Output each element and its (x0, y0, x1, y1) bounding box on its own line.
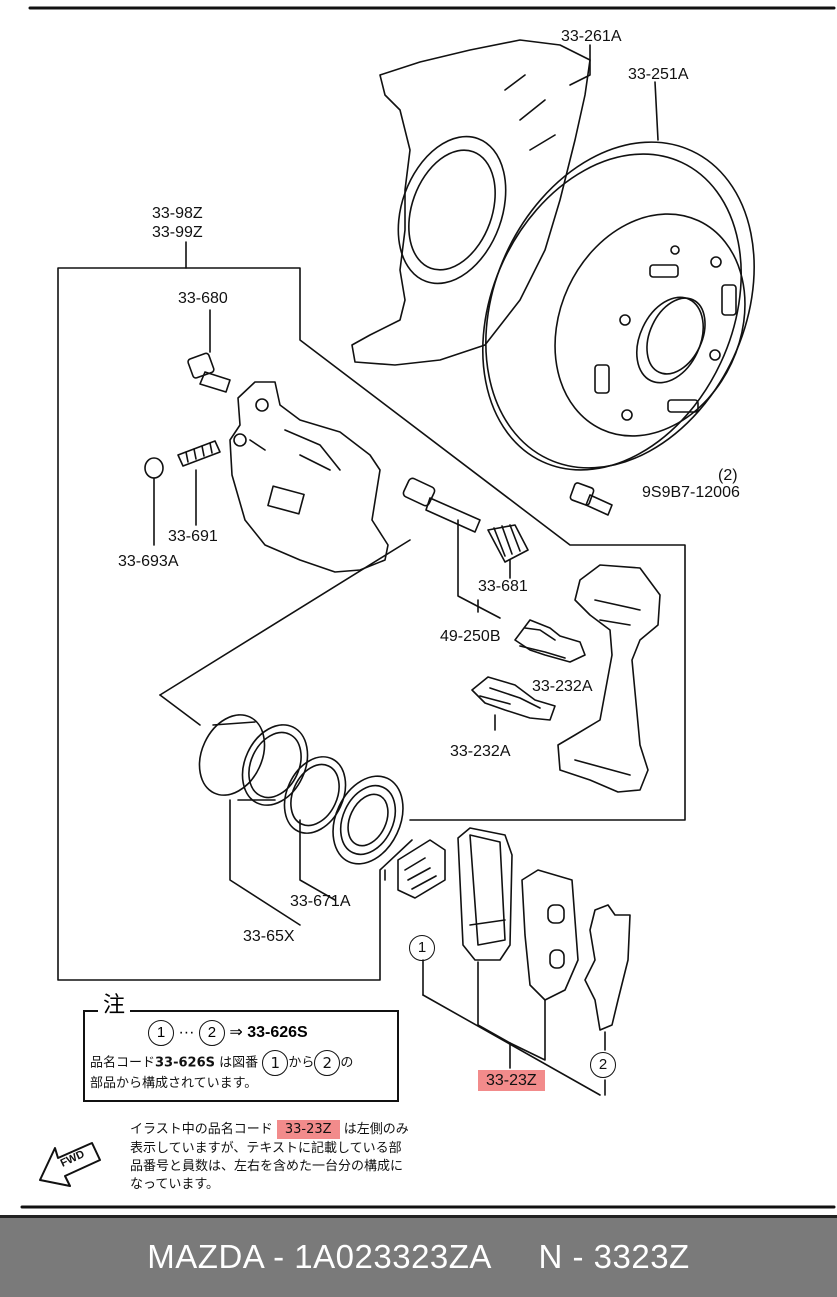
shim-lower-drawing (471, 676, 556, 731)
caliper-group-bracket (57, 241, 413, 981)
bottom-bar (0, 1215, 837, 1297)
kit-note-title: 注 (98, 993, 131, 1019)
label-shim-lower: 33-232A (450, 743, 511, 760)
footnote-line3: 品番号と員数は、左右を含めた一台分の構成に (130, 1159, 404, 1174)
kit-note-box (83, 1010, 399, 1102)
footnote-line2: 表示していますが、テキストに記載している部 (130, 1141, 402, 1156)
kit-range-row: 1 ··· 2 ⇒ 33-626S (148, 1020, 308, 1046)
caliper-body-drawing (229, 381, 389, 573)
dust-shield-drawing (351, 39, 591, 366)
label-bracket-bolt: 9S9B7-12006 (642, 484, 740, 501)
kit-code: 33-626S (247, 1024, 308, 1042)
pad-wear-indicator-drawing (584, 904, 631, 1031)
label-bleeder-cap: 33-693A (118, 553, 179, 570)
label-guide-boot: 33-681 (478, 578, 528, 595)
brake-pad-outer-drawing (521, 869, 579, 1001)
label-caliper-assy-2: 33-99Z (152, 224, 203, 241)
guide-pin-drawing (402, 477, 501, 619)
bracket-bolt-drawing (569, 482, 613, 516)
label-shim-upper: 33-232A (532, 678, 593, 695)
pad-shim-left-drawing (397, 839, 446, 899)
footnote-highlight-code: 33-23Z (276, 1120, 340, 1139)
guide-pin-bolt-drawing (177, 440, 221, 526)
label-guide-pin-bolt: 33-691 (168, 528, 218, 545)
footnote-line4: なっています。 (130, 1177, 220, 1192)
bleeder-cap-drawing (144, 457, 164, 546)
kit-note-line3: 部品から構成されています。 (90, 1076, 258, 1091)
label-bracket-bolt-qty: (2) (718, 467, 738, 484)
label-pad-set: 33-23Z (478, 1070, 545, 1091)
label-guide-pin: 49-250B (440, 628, 501, 645)
bleeder-screw-drawing (187, 309, 231, 393)
brake-exploded-diagram (20, 6, 836, 1209)
fwd-arrow-icon (39, 1142, 101, 1187)
callout-circle-2: 2 (590, 1052, 616, 1078)
piston-drawing (198, 714, 309, 806)
label-caliper-assy-1: 33-98Z (152, 205, 203, 222)
piston-boot-drawing (332, 775, 404, 865)
label-bleeder: 33-680 (178, 290, 228, 307)
part-code: N - 3323Z (538, 1238, 690, 1275)
piston-seal-drawing (283, 756, 347, 834)
part-number: 1A023323ZA (294, 1238, 491, 1275)
guide-boot-drawing (477, 524, 529, 613)
caliper-bracket-drawing (557, 564, 661, 793)
brake-pad-inner-drawing (457, 827, 513, 961)
label-piston: 33-65X (243, 928, 295, 945)
callout-circle-1: 1 (409, 935, 435, 961)
label-piston-seal: 33-671A (290, 893, 351, 910)
label-disc: 33-251A (628, 66, 689, 83)
brake-disc-drawing (482, 141, 755, 471)
bottom-bar-text: MAZDA - 1A023323ZA N - 3323Z (147, 1238, 690, 1275)
brand-name: MAZDA (147, 1238, 264, 1275)
shim-upper-drawing (514, 619, 586, 663)
label-shield: 33-261A (561, 28, 622, 45)
footnote-line1: イラスト中の品名コード 33-23Z は左側のみ (130, 1120, 409, 1139)
